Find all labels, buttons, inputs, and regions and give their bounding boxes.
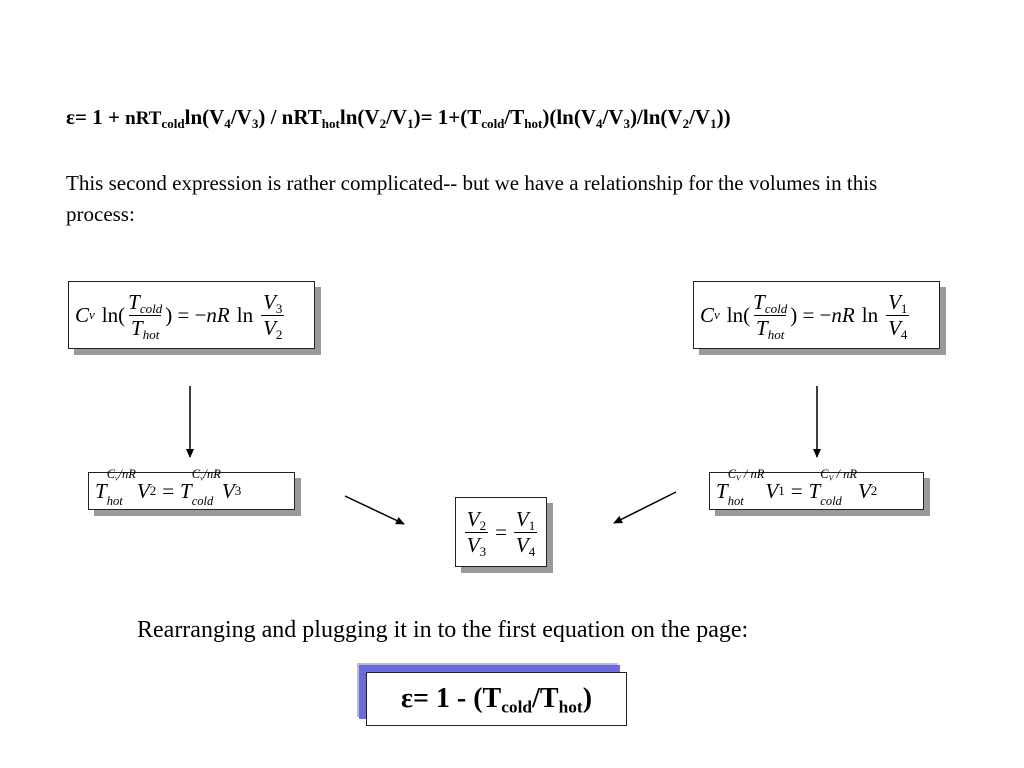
rearranging-text: Rearranging and plugging it in to the fi…	[137, 617, 749, 643]
final-efficiency-equation: ε= 1 - (Tcold/Thot)	[400, 683, 593, 717]
explanation-paragraph: This second expression is rather complic…	[66, 171, 878, 226]
final-efficiency-box: ε= 1 - (Tcold/Thot)	[366, 672, 627, 726]
efficiency-equation: ε= 1 + nRTcoldln(V4/V3) / nRThotln(V2/V1…	[66, 105, 731, 132]
arrow-diag-right	[613, 491, 677, 524]
arrow-diag-left	[344, 495, 405, 525]
